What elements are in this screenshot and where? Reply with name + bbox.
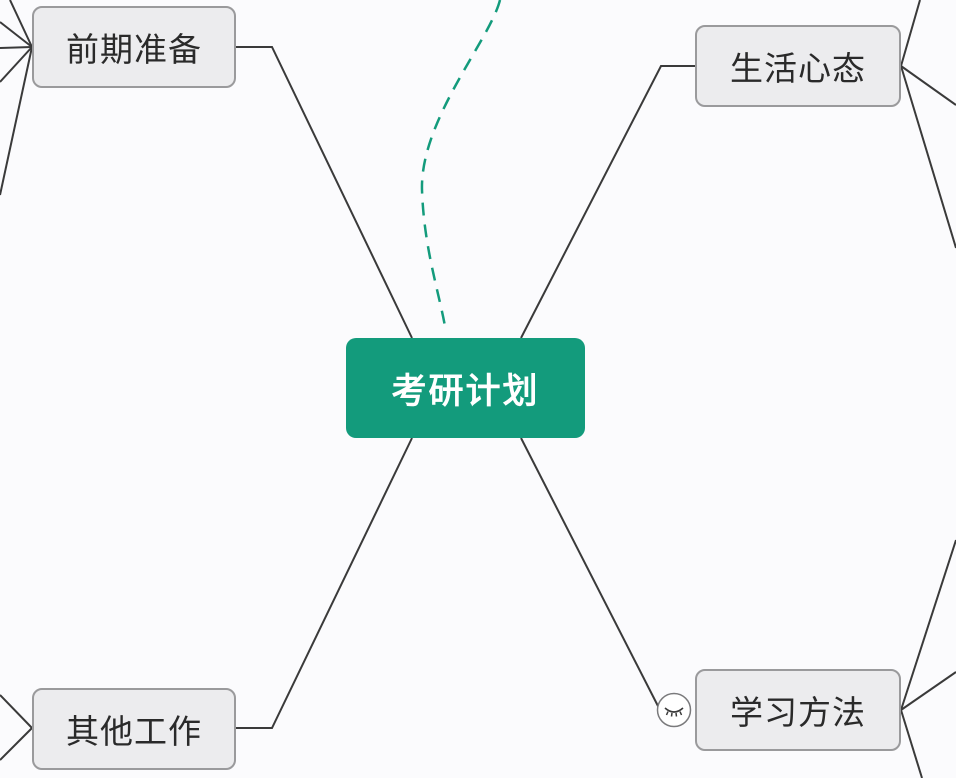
branch-node-study[interactable]: 学习方法 [695,669,901,751]
connector-prep-child-3 [0,46,33,49]
central-topic[interactable]: 考研计划 [346,338,585,438]
connector-life-child-2 [900,65,956,106]
connector-prep-child-5 [0,46,33,196]
connector-life-child-3 [900,65,956,249]
branch-label-other: 其他工作 [66,712,202,751]
connector-study-child-1 [900,539,956,711]
branch-label-study: 学习方法 [730,693,866,732]
branch-label-prep: 前期准备 [66,30,202,69]
connector-other [236,437,413,729]
central-topic-label: 考研计划 [391,371,540,412]
connector-other-child-2 [0,727,33,761]
connector-prep-child-4 [0,46,33,83]
branch-node-life[interactable]: 生活心态 [695,25,901,107]
connector-life [520,65,695,339]
branch-node-other[interactable]: 其他工作 [32,688,236,770]
connector-study-child-2 [900,671,956,711]
branch-label-life: 生活心态 [730,49,866,88]
relationship-line[interactable] [420,0,502,333]
eye-closed-icon[interactable] [656,692,692,728]
branch-node-prep[interactable]: 前期准备 [32,6,236,88]
connector-life-child-1 [900,0,921,67]
connector-other-child-1 [0,694,33,729]
connector-study [520,437,661,711]
connector-prep-child-2 [0,21,33,48]
connector-prep [236,46,413,339]
connector-prep-child-1 [9,0,33,48]
connector-study-child-3 [900,709,923,778]
